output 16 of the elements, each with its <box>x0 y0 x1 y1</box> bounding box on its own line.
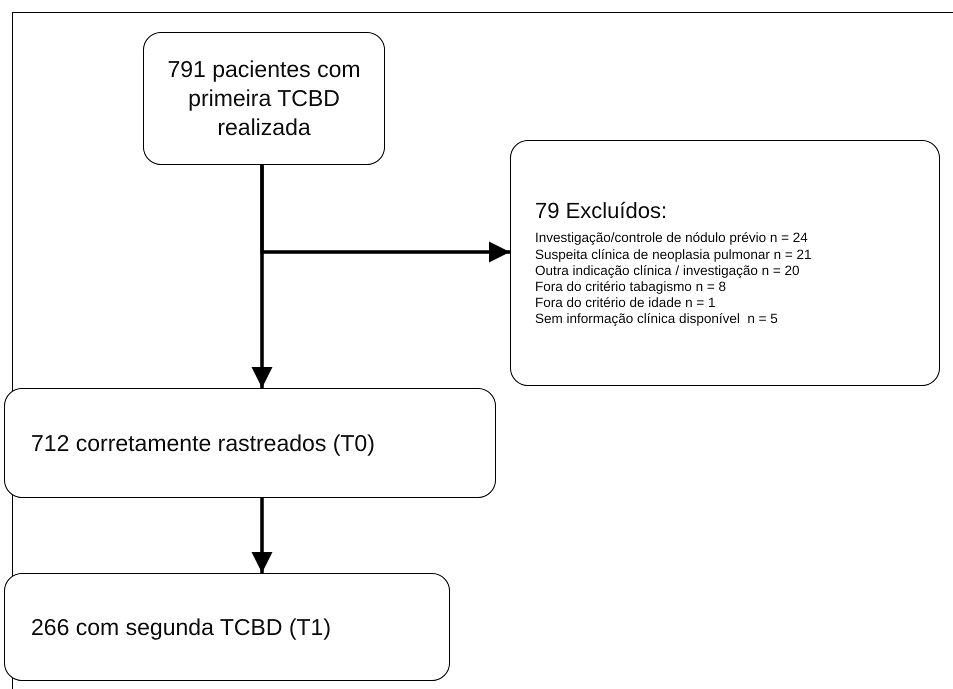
process-box <box>4 573 450 681</box>
exclusion-item: Sem informação clínica disponível n = 5 <box>535 311 778 328</box>
process-box <box>4 388 496 498</box>
arrow <box>260 165 510 262</box>
box-text: 791 pacientes com primeira TCBD realizada <box>166 55 362 142</box>
box-text: 712 corretamente rastreados (T0) <box>31 428 375 458</box>
exclusion-item: Outra indicação clínica / investigação n = 20 <box>535 262 800 279</box>
exclusion-item: Fora do critério de idade n = 1 <box>535 295 716 312</box>
exclusion-item: Suspeita clínica de neoplasia pulmonar n = 21 <box>535 246 812 263</box>
box-text: 266 com segunda TCBD (T1) <box>31 612 331 642</box>
arrow <box>252 498 272 573</box>
exclusion-item: Fora do critério tabagismo n = 8 <box>535 279 726 296</box>
process-box <box>510 140 940 386</box>
box-heading: 79 Excluídos: <box>535 198 668 224</box>
exclusion-item: Investigação/controle de nódulo prévio n = 24 <box>535 230 808 247</box>
process-box <box>143 32 385 165</box>
